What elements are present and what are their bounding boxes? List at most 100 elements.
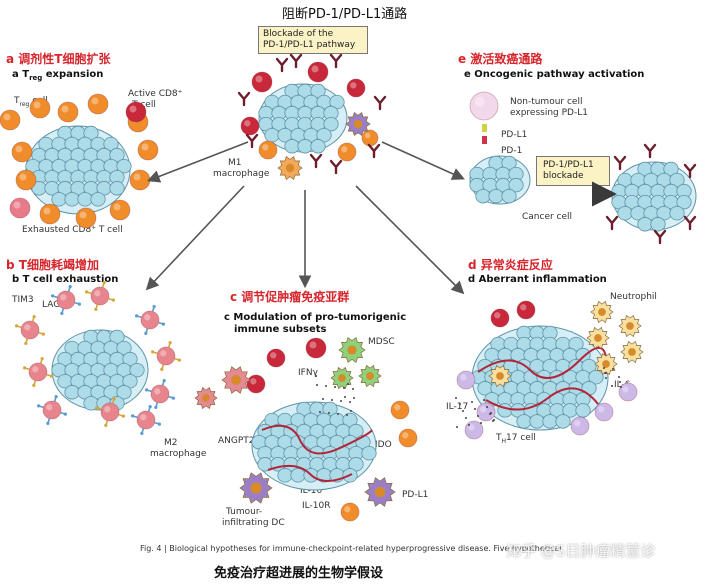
ido-label: IDO — [375, 440, 392, 450]
center-red-cell-3 — [346, 78, 366, 98]
tumour-a — [25, 125, 132, 215]
treg-label: Treg cell — [14, 96, 48, 108]
e-blockade-line2: blockade — [543, 171, 584, 181]
neutrophil-1 — [618, 314, 642, 338]
panel-b-receptors-9 — [131, 405, 161, 435]
panel-b-receptors-3 — [135, 305, 165, 335]
panel-b-exhausted-cell-0 — [20, 320, 40, 340]
panel-d-title-zh: d 异常炎症反应 — [468, 258, 553, 272]
antibody-1 — [289, 53, 303, 69]
dc-label-1: Tumour- — [226, 507, 263, 517]
center-blockade-box: Blockade of the PD-1/PD-L1 pathway — [258, 26, 368, 54]
dc-label-2: infiltrating DC — [222, 518, 285, 528]
panel-d-cell-3 — [476, 402, 496, 422]
non-tumour-cell — [469, 91, 499, 121]
panel-c-red-2 — [305, 337, 327, 359]
antibody-5 — [245, 133, 259, 149]
il10-label: IL-10 — [300, 486, 323, 496]
antibody-3 — [373, 95, 387, 111]
panel-e-pd1-4 — [643, 143, 657, 159]
panel-b-receptors-7 — [37, 395, 67, 425]
treg-suffix: cell — [29, 96, 48, 106]
active-cd8-label-1: Active CD8⁺ — [128, 89, 183, 99]
exhausted-cd8-cell — [9, 197, 31, 219]
tumour-b — [51, 329, 149, 411]
arrow-to-e — [381, 141, 465, 180]
panel-e-title-en: e Oncogenic pathway activation — [464, 69, 645, 80]
panel-e-pd1-2 — [605, 215, 619, 231]
pd1-e-label: PD-1 — [501, 146, 523, 156]
panel-c-dc-cell-2 — [364, 477, 396, 507]
panel-a-orange-cell-4 — [137, 139, 159, 161]
m2-macrophage-1 — [221, 366, 251, 394]
center-tumour — [258, 83, 348, 154]
th17-label: TH17 cell — [496, 433, 536, 445]
panel-c-cytokines — [315, 375, 355, 416]
m2-label-2: macrophage — [150, 449, 207, 459]
panel-b-receptors-6 — [23, 357, 53, 387]
panel-a-orange-cell-11 — [0, 109, 21, 131]
tim3-label: TIM3 — [12, 295, 34, 305]
center-red-cell-4 — [240, 116, 260, 136]
tumour-c — [251, 401, 377, 491]
center-orange-cell-2 — [337, 142, 357, 162]
antibody-8 — [329, 159, 343, 175]
m1-label-line1: M1 — [228, 158, 242, 168]
neutrophil-0 — [590, 300, 614, 324]
panel-a-orange-cell-6 — [109, 199, 131, 221]
antibody-0 — [275, 57, 289, 73]
panel-d-cell-7 — [464, 420, 484, 440]
neutrophil-2 — [586, 326, 610, 350]
m2-label-1: M2 — [164, 438, 178, 448]
panel-d-cell-2 — [456, 370, 476, 390]
panel-d-cell-1 — [516, 300, 536, 320]
center-box-line2: PD-1/PD-L1 pathway — [263, 40, 356, 50]
arrow-to-b — [145, 185, 245, 291]
panel-e-pd1-1 — [683, 163, 697, 179]
mdsc-cell-1 — [338, 337, 366, 363]
treg-sub: reg — [19, 100, 30, 108]
cancer-cell-e — [469, 155, 531, 205]
panel-a-title-zh: a 调剂性T细胞扩张 — [6, 52, 111, 66]
panel-a-orange-cell-1 — [57, 101, 79, 123]
mdsc-cell-3 — [330, 366, 354, 390]
lag3-label: LAG3 — [42, 300, 66, 310]
m1-macrophage — [277, 156, 303, 180]
panel-c-orange-3 — [340, 502, 360, 522]
panel-d-title-en: d Aberrant inflammation — [468, 274, 607, 285]
antibody-4 — [237, 91, 251, 107]
tumour-d — [471, 325, 609, 431]
watermark: 知乎 @S日肿瘤精慧诊 — [506, 542, 656, 560]
panel-c-title-en-2: immune subsets — [234, 324, 327, 335]
panel-e-pd1-3 — [683, 215, 697, 231]
neutrophil-3 — [620, 340, 644, 364]
panel-b-exhausted-cell-6 — [28, 362, 48, 382]
panel-b-exhausted-cell-8 — [100, 402, 120, 422]
m1-label-line2: macrophage — [213, 169, 270, 179]
il6-label: IL-6 — [614, 380, 631, 390]
neutrophil-4 — [594, 352, 618, 376]
mdsc-cell-2 — [358, 364, 382, 388]
panel-a-en-prefix: a T — [12, 69, 30, 80]
antibody-2 — [329, 53, 343, 69]
treg-main: T — [14, 96, 20, 106]
figure-caption: Fig. 4 | Biological hypotheses for immun… — [140, 544, 562, 553]
tumour-dc-cell — [239, 472, 273, 504]
antibody-6 — [309, 153, 323, 169]
arrow-to-d — [355, 185, 465, 295]
panel-e-title-zh: e 激活致癌通路 — [458, 52, 543, 66]
antibody-7 — [367, 143, 381, 159]
panel-c-red-3 — [246, 374, 266, 394]
th17-main: T — [496, 433, 502, 443]
ifng-label: IFNγ — [298, 368, 318, 378]
panel-b-receptors-8 — [95, 397, 125, 427]
nontumour-label-1: Non-tumour cell — [510, 97, 583, 107]
center-dc-cell — [345, 112, 371, 136]
panel-c-orange-2 — [398, 428, 418, 448]
panel-b-receptors-4 — [151, 341, 181, 371]
pdl1-receptor — [482, 124, 487, 132]
active-cd8-label-2: T cell — [132, 100, 156, 110]
cancer-cell-label: Cancer cell — [522, 212, 573, 222]
il17-label: IL-17 — [446, 402, 469, 412]
panel-d-cell-5 — [570, 416, 590, 436]
